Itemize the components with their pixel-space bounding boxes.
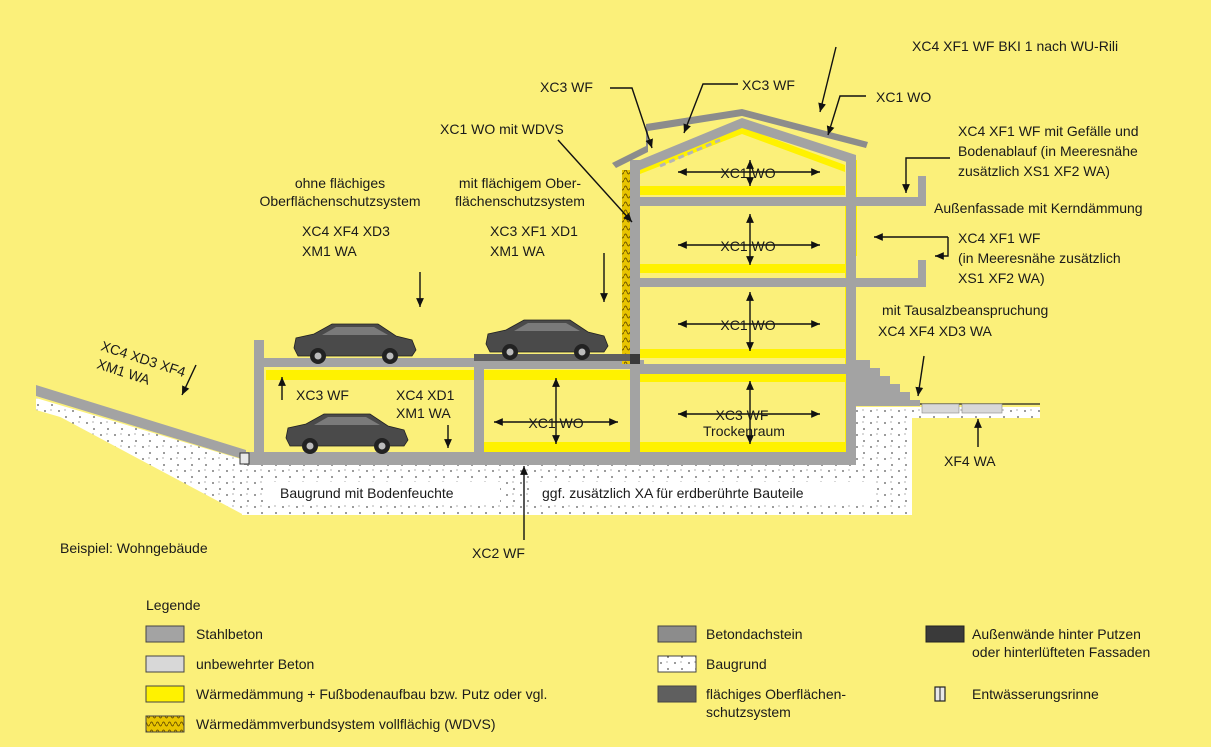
label-beispiel: Beispiel: Wohngebäude [60,540,208,556]
legend-swatch-dachstein [657,625,697,643]
label-mit-1: mit flächigem Ober- [459,175,581,191]
label-bg-xa [534,482,876,504]
legend-swatch-stahlbeton [145,625,185,643]
label-xc2: XC2 WF [472,545,525,561]
label-trockenraum: Trockenraum [703,423,785,439]
label-garage-floor-2: XM1 WA [396,405,451,421]
label-room-attic: XC1 WO [720,165,775,181]
label-ohne-2: Oberflächenschutzsystem [259,193,420,209]
legend-swatch-aussenwand [925,625,965,643]
roof-dashed-line [659,138,721,168]
label-room-1og: XC1 WO [720,317,775,333]
legend-title: Legende [146,597,201,613]
legend-swatch-wdvs [145,715,185,733]
exterior-stair [856,360,920,406]
label-deck-left-1: XC4 XF4 XD3 [302,223,390,239]
roof-slab [640,118,856,170]
legend-item-wdvs: Wärmedämmverbundsystem vollflächig (WDVS… [196,716,496,732]
baugrund-slope [36,398,262,470]
label-baugrund-feuchte: Baugrund mit Bodenfeuchte [280,485,454,501]
legend-item-schutz-1: flächiges Oberflächen- [706,686,846,702]
legend-item-aussenwand-1: Außenwände hinter Putzen [972,626,1141,642]
aussenwand-dark [630,354,640,364]
pointer-arrows [181,46,982,540]
label-balcony-mid-2: (in Meeresnähe zusätzlich [958,250,1121,266]
legend-swatch-unbewehrt [145,655,185,673]
roof-tiles [612,109,868,168]
label-roof-wuri: XC4 XF1 WF BKI 1 nach WU-Rili [912,38,1118,54]
label-balcony-mid-1: XC4 XF1 WF [958,230,1040,246]
label-xa: ggf. zusätzlich XA für erdberührte Baute… [542,485,804,501]
legend-item-unbewehrt: unbewehrter Beton [196,656,314,672]
label-deck-right-1: XC3 XF1 XD1 [490,223,578,239]
label-stair: XC4 XF4 XD3 WA [878,323,993,339]
label-balcony-top-3: zusätzlich XS1 XF2 WA) [958,163,1110,179]
wdvs-layer [622,170,630,364]
label-eave-xc3: XC3 WF [540,79,593,95]
legend-item-stahlbeton: Stahlbeton [196,626,263,642]
legend-swatch-baugrund [657,655,697,673]
label-mit-2: flächenschutzsystem [455,193,585,209]
paving-stone-2 [961,403,1003,414]
legend-item-daemmung: Wärmedämmung + Fußbodenaufbau bzw. Putz … [196,686,547,702]
label-roof-xc3: XC3 WF [742,77,795,93]
label-room-2og: XC1 WO [720,238,775,254]
slope-slab [36,385,246,460]
label-garage-floor-1: XC4 XD1 [396,387,455,403]
label-ohne-1: ohne flächiges [295,175,385,191]
stahlbeton-structure [244,160,926,465]
label-basement-room: XC1 WO [528,415,583,431]
legend: Legende Stahlbeton unbewehrter Beton Wär… [145,597,1150,733]
label-aussenfassade: Außenfassade mit Kerndämmung [934,200,1143,216]
label-bg-baugrund [268,482,500,504]
entwaesserungsrinne [239,452,250,465]
car-upper-left [293,323,417,364]
legend-swatch-schutz [657,685,697,703]
label-garage-ceiling: XC3 WF [296,387,349,403]
baugrund-soil [36,404,1040,515]
label-deck-right-2: XM1 WA [490,243,545,259]
labels: XC4 XF1 WF BKI 1 nach WU-Rili XC3 WF XC3… [60,38,1143,561]
cars [285,319,609,454]
label-xf4-wa: XF4 WA [944,453,996,469]
label-trockenraum-class: XC3 WF [716,407,769,423]
car-upper-right [485,319,609,360]
oberflaechenschutz-deck [474,354,630,361]
legend-item-aussenwand-2: oder hinterlüfteten Fassaden [972,644,1150,660]
label-deck-left-2: XM1 WA [302,243,357,259]
paving-stone-1 [921,403,960,414]
label-balcony-mid-3: XS1 XF2 WA) [958,270,1045,286]
car-garage [285,413,409,454]
legend-item-dachstein: Betondachstein [706,626,803,642]
legend-item-schutz-2: schutzsystem [706,704,791,720]
label-wdvs: XC1 WO mit WDVS [440,121,564,137]
label-tausalz: mit Tausalzbeanspruchung [882,302,1048,318]
legend-item-rinne: Entwässerungsrinne [972,686,1099,702]
label-roof-xc1: XC1 WO [876,89,931,105]
legend-swatch-daemmung [145,685,185,703]
label-balcony-top-2: Bodenablauf (in Meeresnähe [958,143,1138,159]
legend-item-baugrund: Baugrund [706,656,767,672]
label-balcony-top-1: XC4 XF1 WF mit Gefälle und [958,123,1139,139]
